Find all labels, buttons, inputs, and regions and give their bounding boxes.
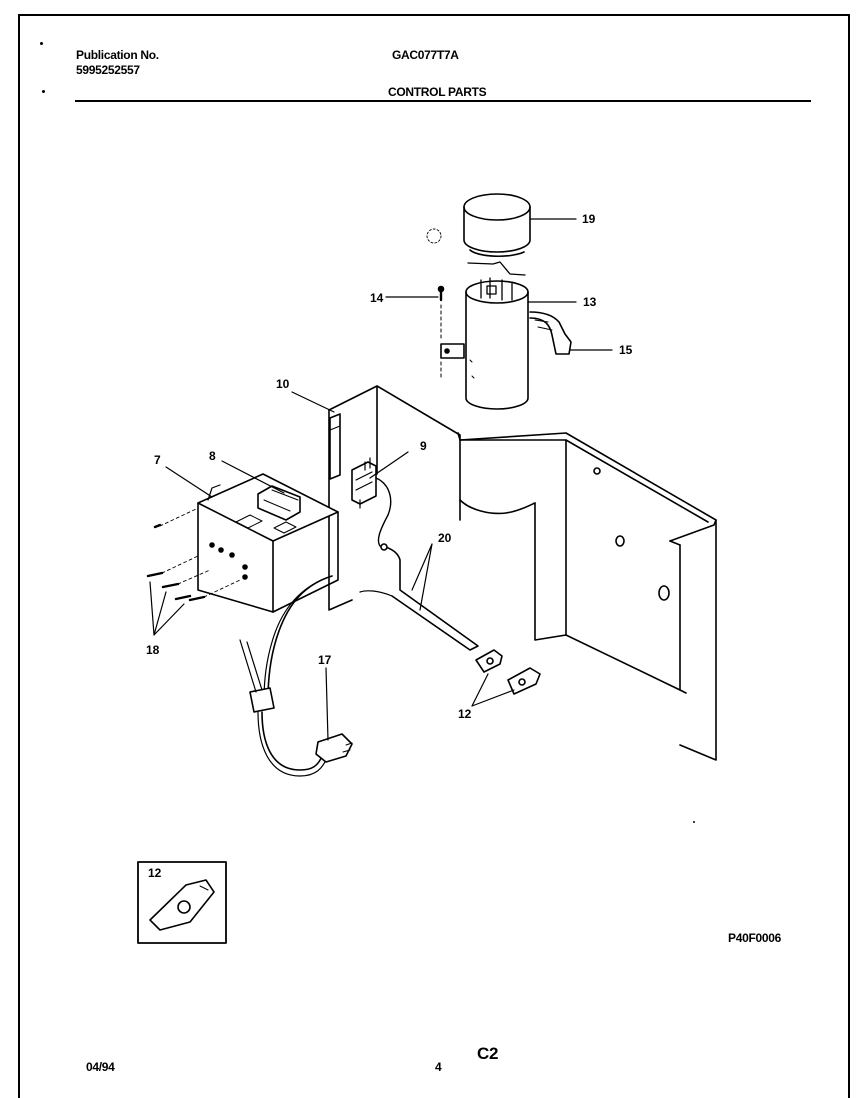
header-rule [75, 100, 811, 102]
registration-mark [40, 42, 43, 45]
control-box [197, 473, 339, 613]
callout-20: 20 [438, 531, 452, 545]
screw-14 [437, 285, 445, 302]
callout-8: 8 [209, 449, 216, 463]
capacitor-cover-ghost [426, 228, 442, 244]
power-cord [239, 575, 353, 777]
callout-14: 14 [370, 291, 384, 305]
thermostat [359, 543, 479, 651]
section-title: CONTROL PARTS [388, 85, 487, 99]
model-number: GAC077T7A [392, 48, 459, 62]
callout-10: 10 [276, 377, 290, 391]
mounting-screws [146, 508, 241, 602]
leader-lines [149, 218, 613, 741]
thermostat-clip [507, 667, 541, 695]
callout-15: 15 [619, 343, 633, 357]
page-frame [18, 14, 850, 1098]
callout-13: 13 [583, 295, 597, 309]
footer-section-code: C2 [477, 1044, 499, 1063]
publication-label: Publication No. [76, 48, 159, 62]
selector-switch [351, 457, 392, 547]
callout-9: 9 [420, 439, 427, 453]
capacitor-cover [463, 193, 531, 258]
inset-detail-box [137, 861, 227, 944]
footer-date: 04/94 [86, 1060, 115, 1074]
callout-18: 18 [146, 643, 160, 657]
capacitor-bracket [440, 304, 465, 381]
footer-page-number: 4 [435, 1060, 442, 1074]
control-panel-bracket [328, 385, 717, 761]
callout-12: 12 [458, 707, 472, 721]
callout-19: 19 [582, 212, 596, 226]
thermostat-clip [475, 649, 503, 673]
figure-id: P40F0006 [728, 931, 781, 945]
registration-mark [42, 90, 45, 93]
callout-17: 17 [318, 653, 332, 667]
publication-number: 5995252557 [76, 63, 140, 77]
terminal-boot [529, 311, 572, 355]
callout-12-inset: 12 [148, 866, 162, 880]
label-strip [329, 413, 341, 480]
capacitor [465, 261, 529, 410]
callout-7: 7 [154, 453, 161, 467]
